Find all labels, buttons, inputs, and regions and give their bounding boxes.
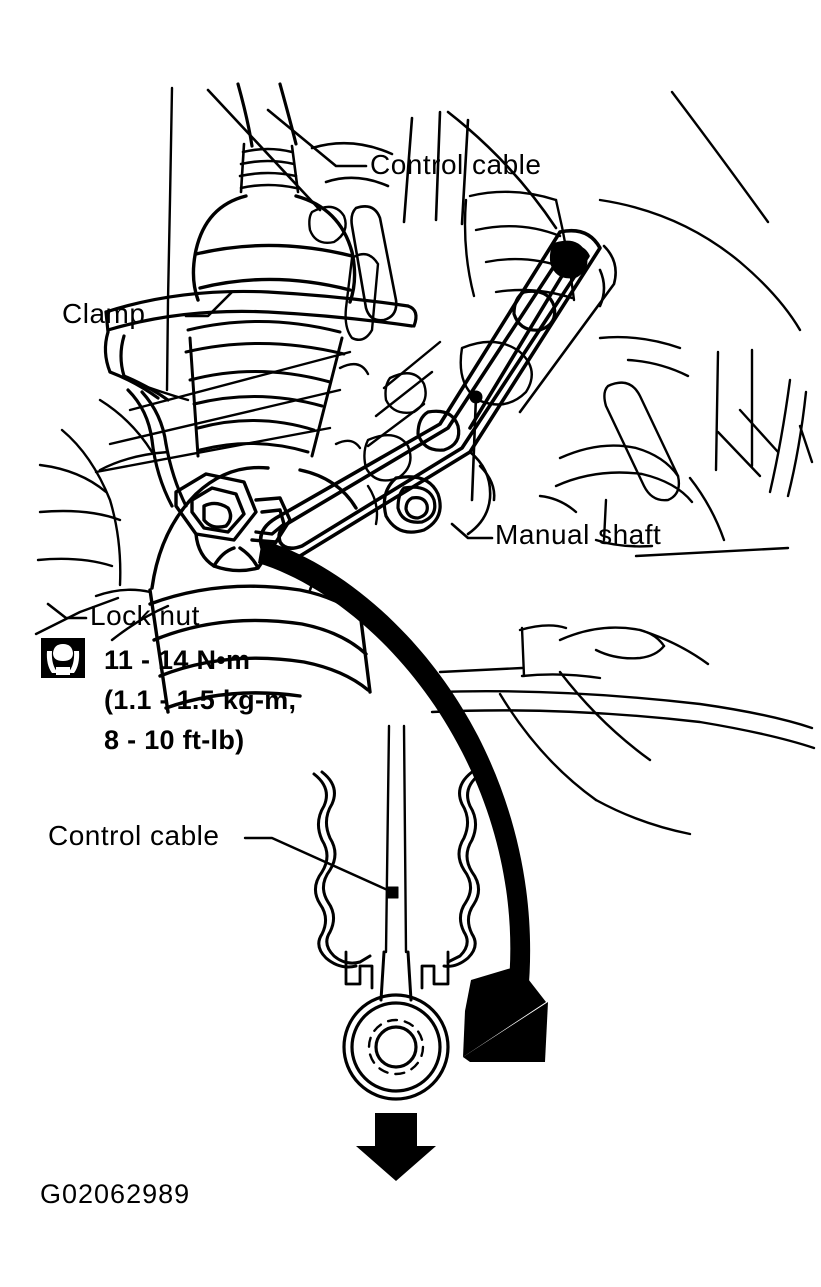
background-case-lower <box>538 408 814 558</box>
leader-manual-shaft <box>450 522 494 540</box>
leader-clamp <box>184 290 234 318</box>
figure-id: G02062989 <box>40 1179 191 1209</box>
clamp-band <box>103 289 418 508</box>
torque-line-kgm: (1.1 - 1.5 kg-m, <box>104 685 297 715</box>
detail-cable-shaft <box>384 724 408 954</box>
leader-dot-control-cable-bottom <box>386 886 399 899</box>
label-control-cable-bottom: Control cable <box>48 820 220 851</box>
torque-specification: 11 - 14 N•m (1.1 - 1.5 kg-m, 8 - 10 ft-l… <box>104 645 296 765</box>
detail-pulley-inner-dash <box>367 1018 425 1076</box>
detail-spring-hooks <box>344 950 450 990</box>
torque-line-ftlb: 8 - 10 ft-lb) <box>104 725 245 755</box>
label-clamp: Clamp <box>62 298 146 329</box>
detail-pulley <box>342 993 450 1101</box>
rod-ferrule-rings <box>238 142 300 194</box>
background-struts <box>206 88 558 322</box>
down-motion-arrow <box>356 1113 436 1181</box>
manual-shaft-lever <box>258 228 602 562</box>
leader-lock-nut <box>46 602 88 620</box>
control-cable-rod <box>236 82 298 148</box>
background-housing-contours <box>34 86 190 642</box>
leader-control-cable-top <box>266 108 368 168</box>
label-control-cable-top: Control cable <box>370 149 542 180</box>
leader-control-cable-bottom <box>243 836 394 894</box>
detail-return-spring-left <box>312 770 372 969</box>
lever-pivot-holes <box>382 240 588 534</box>
bellows-convolutions <box>184 319 346 458</box>
label-lock-nut: Lock nut <box>90 600 200 631</box>
background-lower-rail <box>430 624 816 836</box>
leader-lines <box>46 108 494 620</box>
detail-cable-lower-stem <box>379 950 413 1002</box>
background-blobs <box>94 205 681 526</box>
torque-line-nm: 11 - 14 N•m <box>104 645 251 675</box>
background-bellhousing-right <box>463 90 808 498</box>
leader-dot-manual-shaft <box>469 390 483 404</box>
torque-wrench-icon <box>41 638 85 678</box>
bellows-boot <box>191 194 357 304</box>
leader-manual-shaft-pointer <box>470 394 478 502</box>
lock-nut <box>174 472 292 573</box>
curved-detail-arrow <box>258 540 548 1062</box>
detail-return-spring-right <box>442 770 482 968</box>
label-manual-shaft: Manual shaft <box>495 519 662 550</box>
